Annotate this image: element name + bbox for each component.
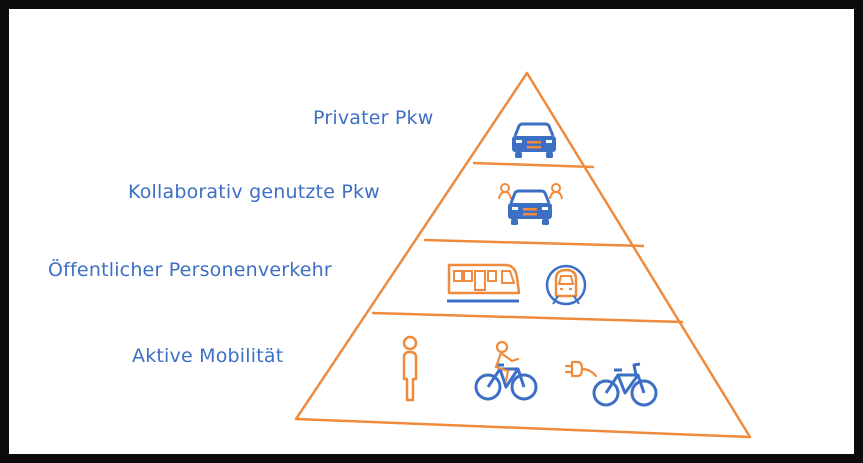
level-label-public-transport: Öffentlicher Personenverkehr [48,259,332,281]
car-icon [512,122,556,158]
e-bike-icon [564,360,658,407]
level-label-active-mobility: Aktive Mobilität [132,345,284,367]
plug-icon [564,360,598,378]
level-label-shared-car: Kollaborativ genutzte Pkw [128,181,380,203]
level-label-private-car: Privater Pkw [313,107,434,129]
pyramid-triangle [294,71,752,439]
shared-car-icon [498,183,563,225]
cyclist-icon [474,340,538,401]
tier-divider-3 [371,311,684,324]
tier-divider-1 [472,161,595,169]
tier-divider-2 [423,238,645,248]
train-icon [545,264,587,306]
pyramid-outline [294,71,752,439]
pedestrian-icon [402,335,418,402]
bus-icon [447,263,521,303]
